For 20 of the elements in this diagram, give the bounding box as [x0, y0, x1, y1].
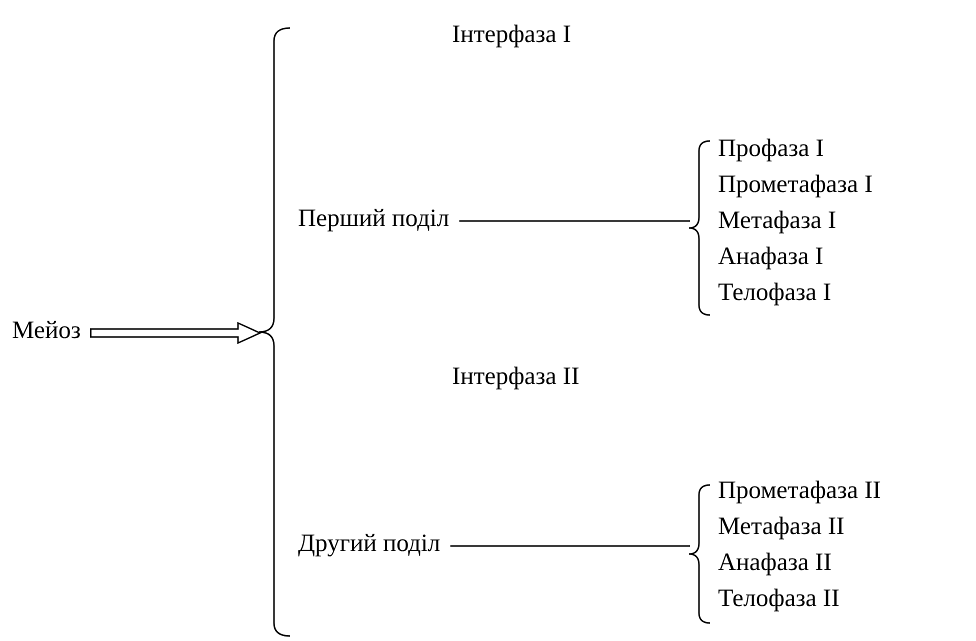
connector-line: [450, 545, 690, 547]
stage-label: Прометафаза II: [718, 476, 881, 506]
stage-label: Прометафаза I: [718, 170, 873, 200]
curly-brace: [258, 27, 290, 637]
connector-line: [459, 220, 690, 222]
stage-label: Телофаза I: [718, 278, 832, 308]
stage-label: Профаза I: [718, 134, 824, 164]
stage-label: Інтерфаза II: [452, 362, 580, 392]
stage-label: Метафаза I: [718, 206, 836, 236]
stage-label: Другий поділ: [298, 529, 440, 559]
stage-label: Анафаза I: [718, 242, 824, 272]
stage-label: Мейоз: [12, 316, 81, 346]
curly-brace: [688, 484, 710, 624]
stage-label: Перший поділ: [298, 204, 450, 234]
curly-brace: [688, 140, 710, 316]
stage-label: Телофаза II: [718, 584, 840, 614]
stage-label: Метафаза II: [718, 512, 844, 542]
hollow-arrow: [90, 322, 262, 344]
stage-label: Інтерфаза I: [452, 20, 572, 50]
stage-label: Анафаза II: [718, 548, 832, 578]
